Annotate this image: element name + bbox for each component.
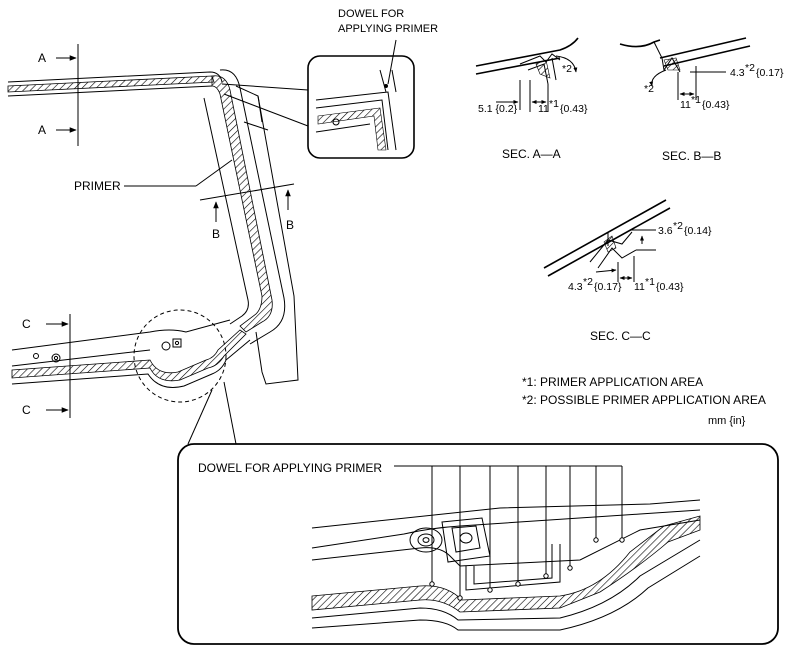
dowel-detail-box-bottom: DOWEL FOR APPLYING PRIMER (177, 443, 779, 645)
section-c-c: 3.6 *2 {0.14} 4.3 *2 {0.17} 11 *1 {0.43}… (543, 199, 712, 343)
c-offset-top-dim: 3.6 (658, 225, 673, 237)
detail-circle (133, 309, 227, 403)
a-width-in: {0.43} (560, 103, 588, 115)
b-width-in: {0.43} (702, 99, 730, 111)
legend: *1: PRIMER APPLICATION AREA *2: POSSIBLE… (522, 375, 766, 427)
legend-note-1: *1: PRIMER APPLICATION AREA (522, 375, 703, 389)
cut-label-b-left: B (212, 227, 220, 241)
c-offset-bottom-dim: 4.3 (568, 281, 583, 293)
c-offset-top-sup: *2 (673, 220, 683, 232)
cut-label-c-top: C (22, 317, 31, 331)
cut-label-b-right: B (286, 218, 294, 232)
cut-label-a-bottom: A (38, 123, 46, 137)
b-offset-sup: *2 (745, 62, 755, 74)
cut-line-c: C C (22, 314, 71, 418)
section-a-a: 5.1 {0.2} 11 *1 {0.43} *2 SEC. A—A (475, 37, 588, 161)
c-offset-top-in: {0.14} (684, 225, 712, 237)
a-gap-dim: 5.1 {0.2} (478, 103, 518, 115)
legend-note-2: *2: POSSIBLE PRIMER APPLICATION AREA (522, 393, 766, 407)
c-width-sup: *1 (645, 276, 655, 288)
c-width-in: {0.43} (656, 281, 684, 293)
b-angle-sup: *2 (644, 83, 654, 95)
dowel-bottom-label: DOWEL FOR APPLYING PRIMER (198, 461, 382, 475)
units-label: mm {in} (708, 415, 746, 427)
a-width-dim: 11 (538, 103, 549, 115)
dowel-top-label-line1: DOWEL FOR (338, 8, 404, 20)
sec-c-c-title: SEC. C—C (590, 329, 651, 343)
c-offset-bottom-in: {0.17} (594, 281, 622, 293)
sec-a-a-title: SEC. A—A (502, 147, 561, 161)
c-offset-bottom-sup: *2 (583, 276, 593, 288)
cut-label-c-bottom: C (22, 403, 31, 417)
section-b-b: 4.3 *2 {0.17} 11 *1 {0.43} *2 SEC. B—B (619, 37, 784, 163)
a-angle-sup: *2 (562, 63, 572, 75)
cut-line-b: B B (199, 183, 295, 241)
cut-label-a-top: A (38, 51, 46, 65)
windshield-frame (7, 69, 299, 445)
dowel-top-label-line2: APPLYING PRIMER (338, 23, 438, 35)
cut-line-a: A A (38, 44, 79, 146)
a-width-sup: *1 (549, 98, 559, 110)
c-width-dim: 11 (634, 281, 645, 293)
sec-b-b-title: SEC. B—B (662, 149, 721, 163)
b-offset-in: {0.17} (756, 67, 784, 79)
b-width-sup: *1 (691, 94, 701, 106)
primer-label: PRIMER (74, 179, 121, 193)
b-width-dim: 11 (680, 99, 691, 111)
dowel-detail-box-top: DOWEL FOR APPLYING PRIMER (221, 8, 438, 159)
b-offset-dim: 4.3 (730, 67, 745, 79)
dowel-points (429, 466, 625, 601)
